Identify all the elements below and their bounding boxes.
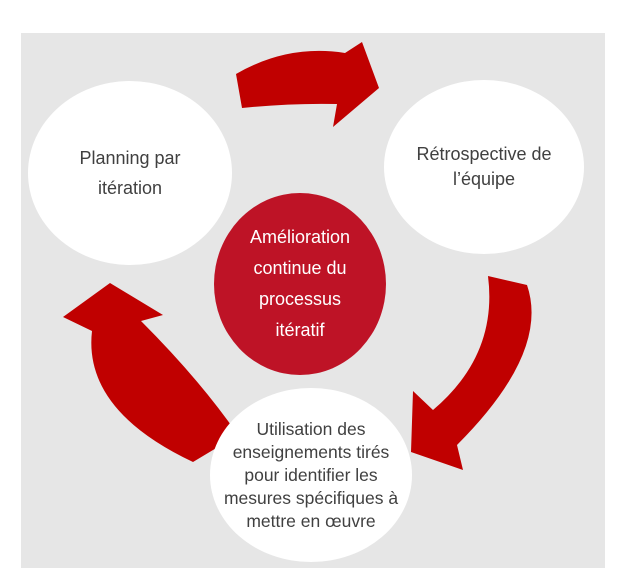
center-circle-amelioration-continue: Amélioration continue du processus itéra… bbox=[214, 193, 386, 375]
node-retrospective-equipe: Rétrospective de l’équipe bbox=[384, 80, 584, 254]
node-utilisation-enseignements: Utilisation des enseignements tirés pour… bbox=[210, 388, 412, 562]
node-text-line: pour identifier les bbox=[244, 464, 378, 485]
node-text: Planning par itération bbox=[28, 143, 232, 203]
center-text-line: continue du bbox=[253, 258, 347, 278]
center-text-line: processus bbox=[258, 289, 342, 309]
node-text-line: mesures spécifiques à bbox=[223, 487, 399, 508]
node-planning-par-iteration: Planning par itération bbox=[28, 81, 232, 265]
center-text: Amélioration continue du processus itéra… bbox=[214, 222, 386, 346]
center-text-line: Amélioration bbox=[249, 227, 351, 247]
node-text-line: mettre en œuvre bbox=[246, 510, 376, 531]
node-text-line: Planning par bbox=[79, 148, 181, 168]
node-text-line: enseignements tirés bbox=[232, 441, 390, 462]
node-text: Rétrospective de l’équipe bbox=[384, 142, 584, 192]
node-text-line: Utilisation des bbox=[256, 418, 366, 439]
node-text-line: Rétrospective de bbox=[416, 144, 552, 164]
center-text-line: itératif bbox=[275, 320, 325, 340]
node-text: Utilisation des enseignements tirés pour… bbox=[210, 418, 412, 533]
node-text-line: itération bbox=[97, 178, 163, 198]
node-text-line: l’équipe bbox=[452, 169, 516, 189]
